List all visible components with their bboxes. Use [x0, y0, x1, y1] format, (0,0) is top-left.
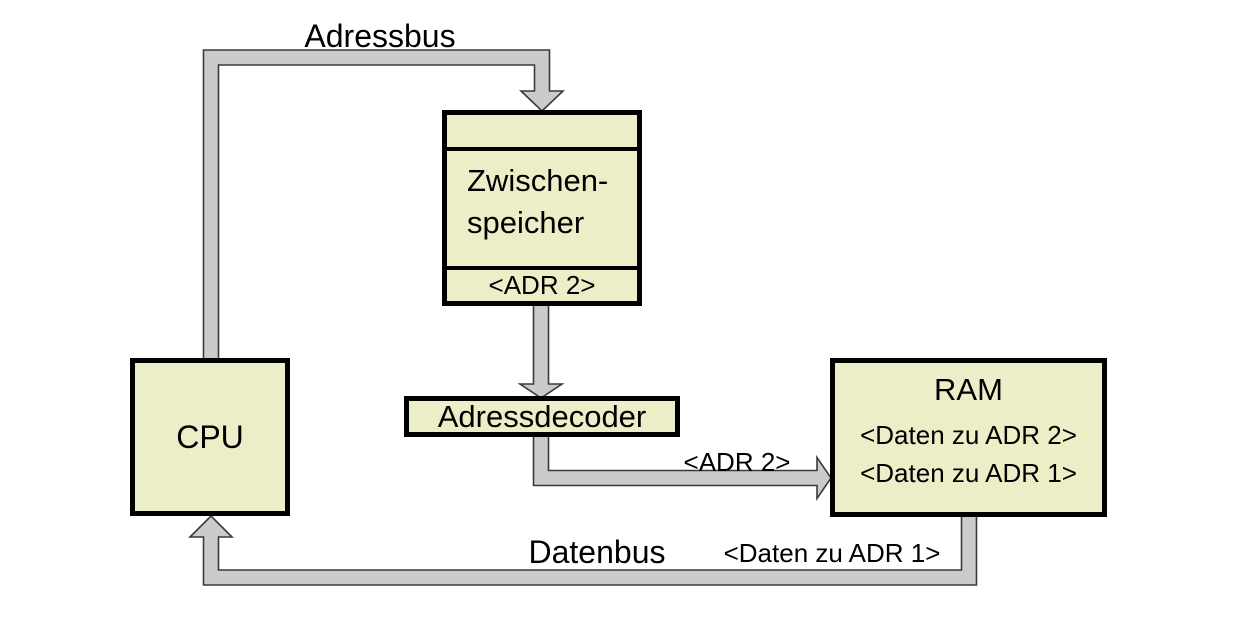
adressbus-pipe: [202, 49, 565, 363]
decoder-to-ram-pipe: [532, 431, 832, 502]
adressdecoder-box: Adressdecoder: [404, 396, 680, 437]
ram-box: RAM <Daten zu ADR 2> <Daten zu ADR 1>: [830, 358, 1107, 517]
adressdecoder-label: Adressdecoder: [437, 398, 647, 434]
ram-label: RAM: [934, 372, 1003, 407]
cpu-label: CPU: [176, 418, 244, 455]
ram-row-adr1: <Daten zu ADR 1>: [860, 458, 1077, 488]
zwischenspeicher-empty-slot: [447, 115, 637, 151]
zwischenspeicher-box: Zwischen- speicher <ADR 2>: [442, 110, 642, 306]
datenbus-pipe: [188, 511, 978, 586]
zwischenspeicher-address-value: <ADR 2>: [488, 270, 596, 300]
buffer-to-decoder-pipe: [517, 302, 565, 399]
datenbus-label: Datenbus: [528, 534, 666, 570]
adr2-bus-label: <ADR 2>: [683, 447, 791, 477]
daten-zu-adr1-bus-label: <Daten zu ADR 1>: [723, 538, 941, 568]
cpu-box: CPU: [130, 358, 290, 516]
zwischenspeicher-label: Zwischen- speicher: [447, 151, 637, 266]
adressbus-label: Adressbus: [304, 18, 456, 54]
ram-contents: <Daten zu ADR 2> <Daten zu ADR 1>: [835, 416, 1102, 492]
zwischenspeicher-label-line1: Zwischen-: [467, 163, 609, 198]
zwischenspeicher-address-slot: <ADR 2>: [447, 266, 637, 301]
ram-row-adr2: <Daten zu ADR 2>: [860, 420, 1077, 450]
zwischenspeicher-label-line2: speicher: [467, 205, 585, 240]
